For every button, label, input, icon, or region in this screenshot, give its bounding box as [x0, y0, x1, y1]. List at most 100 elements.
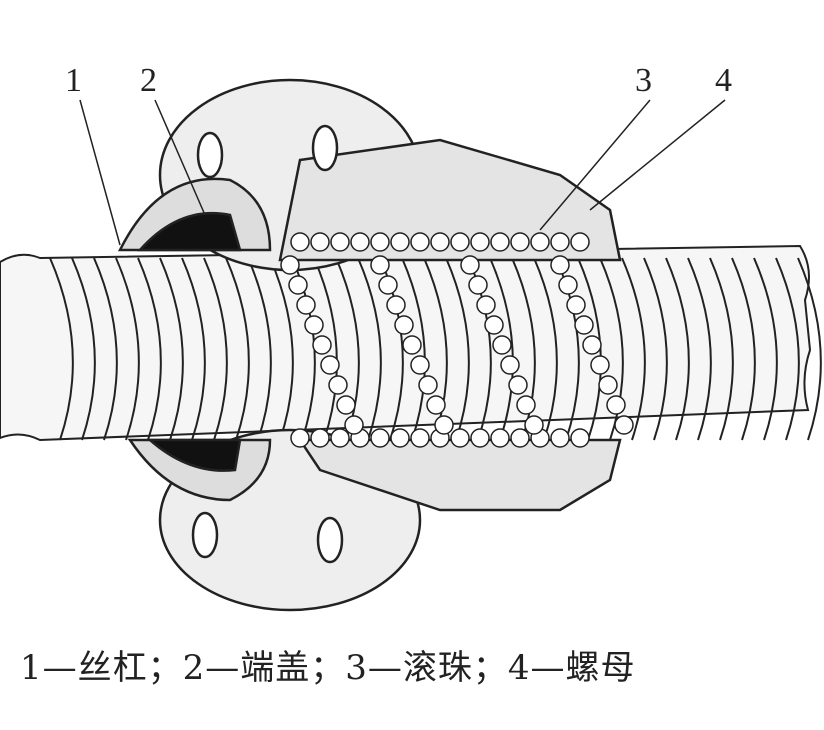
ball: [550, 232, 570, 252]
leader-line: [79, 99, 121, 246]
ball: [582, 335, 602, 355]
ball: [450, 232, 470, 252]
ball: [490, 428, 510, 448]
ball: [550, 428, 570, 448]
thread-line: [93, 257, 118, 441]
ball: [402, 335, 422, 355]
ball: [410, 355, 430, 375]
thread-line: [489, 257, 514, 441]
thread-line: [599, 257, 624, 441]
thread-line: [159, 257, 184, 441]
caption: 1—丝杠；2—端盖；3—滚珠；4—螺母: [20, 648, 636, 688]
ball: [430, 232, 450, 252]
ball: [350, 232, 370, 252]
ball: [394, 315, 414, 335]
ball: [288, 275, 308, 295]
thread-line: [709, 257, 734, 441]
thread-line: [797, 257, 822, 441]
ball: [598, 375, 618, 395]
label-1: 1: [65, 62, 82, 99]
ball: [290, 428, 310, 448]
ball: [500, 355, 520, 375]
thread-line: [115, 257, 140, 441]
ball: [614, 415, 634, 435]
thread-line: [49, 257, 74, 441]
ball: [344, 415, 364, 435]
ball: [312, 335, 332, 355]
ball: [524, 415, 544, 435]
ball: [570, 232, 590, 252]
ball: [510, 428, 530, 448]
ball: [280, 255, 300, 275]
end-cap: [117, 177, 272, 502]
thread-line: [687, 257, 712, 441]
ball: [330, 428, 350, 448]
ball: [516, 395, 536, 415]
thread-line: [533, 257, 558, 441]
thread-line: [247, 257, 272, 441]
ball: [470, 232, 490, 252]
ball: [510, 232, 530, 252]
leader-line: [539, 99, 651, 231]
thread-line: [665, 257, 690, 441]
ball: [304, 315, 324, 335]
ball: [574, 315, 594, 335]
ball: [330, 232, 350, 252]
thread-line: [401, 257, 426, 441]
ball: [410, 428, 430, 448]
ball: [590, 355, 610, 375]
ball: [418, 375, 438, 395]
ball: [490, 232, 510, 252]
ball: [390, 428, 410, 448]
thread-line: [225, 257, 250, 441]
ball: [476, 295, 496, 315]
label-4: 4: [715, 62, 732, 99]
thread-line: [445, 257, 470, 441]
ball: [570, 428, 590, 448]
ball: [378, 275, 398, 295]
thread-line: [643, 257, 668, 441]
thread-line: [753, 257, 778, 441]
ball: [296, 295, 316, 315]
ball: [484, 315, 504, 335]
label-3: 3: [635, 62, 652, 99]
thread-line: [137, 257, 162, 441]
ball: [550, 255, 570, 275]
ball: [410, 232, 430, 252]
ball: [370, 255, 390, 275]
ball: [336, 395, 356, 415]
balls: [280, 232, 634, 448]
label-2: 2: [140, 62, 157, 99]
leader-line: [589, 99, 726, 211]
ball: [492, 335, 512, 355]
ball: [386, 295, 406, 315]
thread-line: [269, 257, 294, 441]
thread-line: [203, 257, 228, 441]
ball: [370, 232, 390, 252]
ball: [426, 395, 446, 415]
ball: [450, 428, 470, 448]
thread-line: [775, 257, 800, 441]
ball: [460, 255, 480, 275]
ball: [470, 428, 490, 448]
thread-line: [621, 257, 646, 441]
ball: [566, 295, 586, 315]
ball: [468, 275, 488, 295]
ball: [310, 428, 330, 448]
leader-line: [154, 99, 206, 216]
ball: [390, 232, 410, 252]
ball: [310, 232, 330, 252]
thread-line: [731, 257, 756, 441]
thread-line: [313, 257, 338, 441]
ball: [558, 275, 578, 295]
ball: [320, 355, 340, 375]
thread-line: [357, 257, 382, 441]
thread-line: [181, 257, 206, 441]
ball: [508, 375, 528, 395]
ball: [290, 232, 310, 252]
ball: [370, 428, 390, 448]
ball: [434, 415, 454, 435]
ball: [530, 232, 550, 252]
thread-line: [71, 257, 96, 441]
